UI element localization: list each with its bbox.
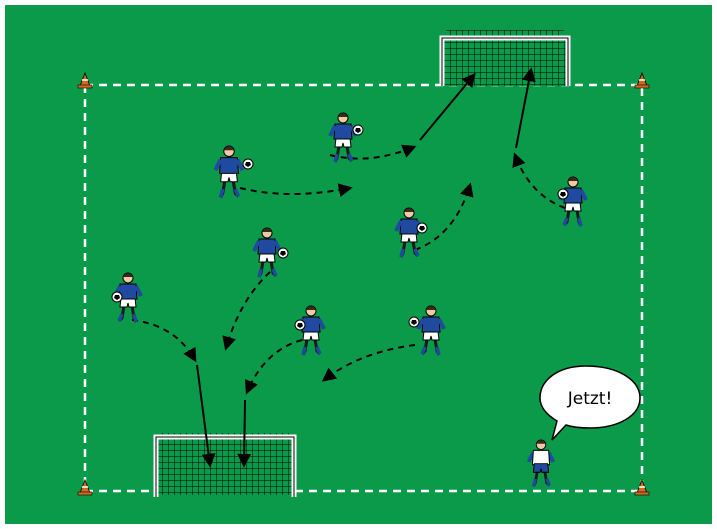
bottom-goal: [156, 433, 294, 497]
coach-shirt-overlay: [532, 450, 549, 472]
top-goal: [442, 30, 568, 86]
speech-bubble-text: Jetzt!: [567, 389, 613, 409]
pitch: [5, 5, 712, 524]
shot-arrow-4: [244, 400, 245, 465]
